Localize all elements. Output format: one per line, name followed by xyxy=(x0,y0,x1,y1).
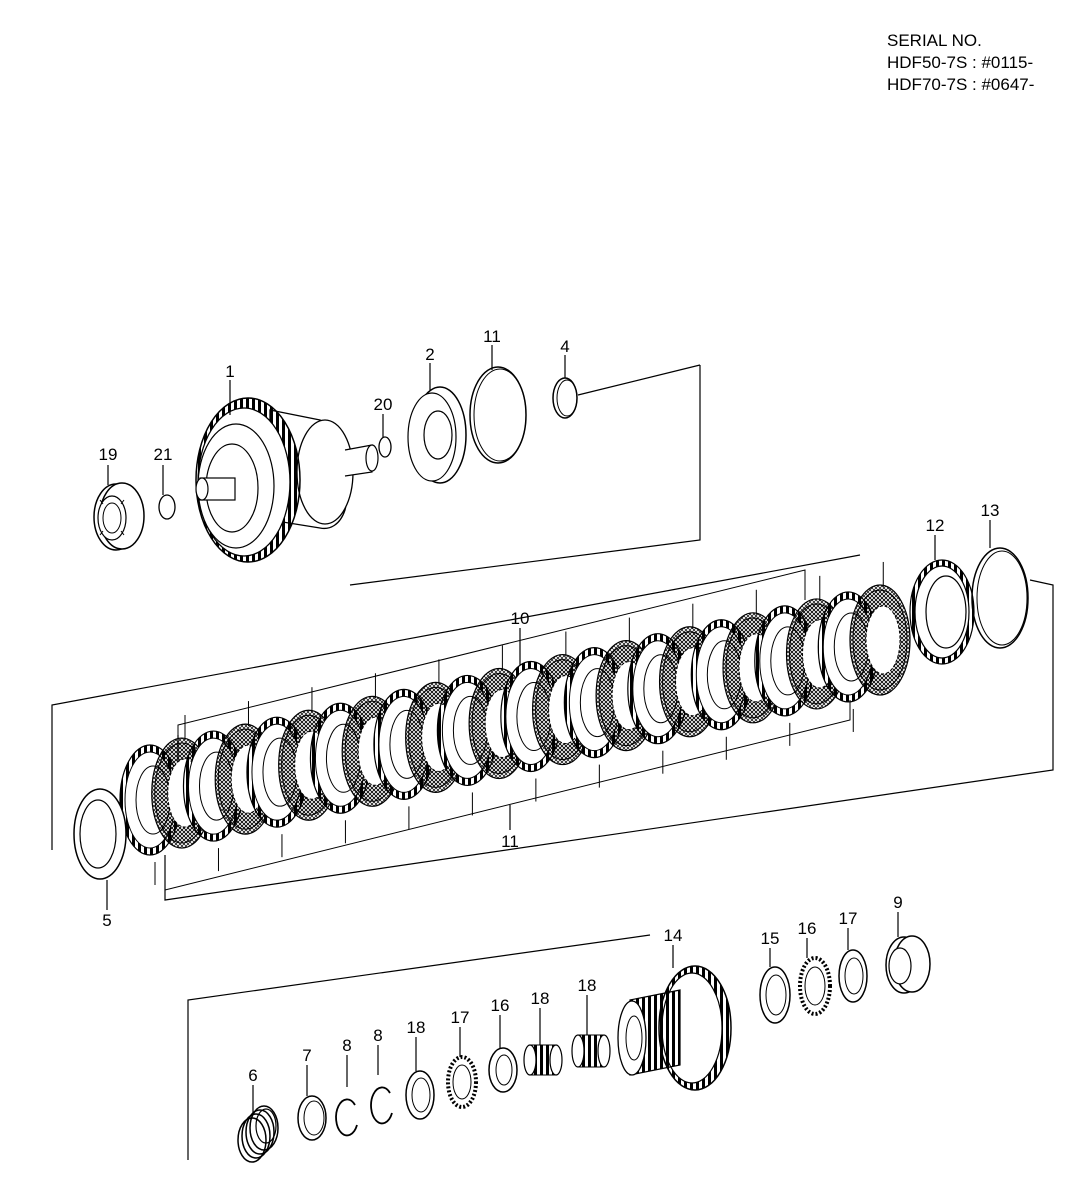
part-4-seal-ring xyxy=(552,377,578,419)
part-16-thrust-bearing-2 xyxy=(798,956,832,1016)
callout-17-b: 17 xyxy=(839,909,858,928)
serial-number-block: SERIAL NO. HDF50-7S : #0115- HDF70-7S : … xyxy=(887,30,1034,96)
callout-5: 5 xyxy=(102,911,111,930)
part-8-snap-ring-2 xyxy=(370,1086,393,1125)
part-3-seal-ring xyxy=(469,366,527,464)
part-17-thrust-washer xyxy=(405,1070,435,1120)
callout-7: 7 xyxy=(302,1046,311,1065)
part-7-washer xyxy=(297,1095,327,1141)
part-8-snap-ring xyxy=(335,1098,358,1137)
part-1-clutch-shaft-gear xyxy=(195,397,379,563)
callout-11: 11 xyxy=(501,832,519,851)
callout-15-a: 16 xyxy=(491,996,510,1015)
part-15-thrust-washer xyxy=(488,1047,518,1093)
callout-16-b: 16 xyxy=(798,919,817,938)
part-17-thrust-washer-2 xyxy=(838,949,868,1003)
callout-3: 11 xyxy=(483,327,501,346)
stack-lower-bracket xyxy=(164,700,851,891)
clutch-disc-stack xyxy=(119,561,911,891)
callout-8-a: 8 xyxy=(342,1036,351,1055)
friction-disc xyxy=(849,584,911,696)
part-12-end-plate xyxy=(909,559,975,665)
callout-16-a: 17 xyxy=(451,1008,470,1027)
stack-upper-bracket xyxy=(177,569,806,735)
part-13-snap-ring xyxy=(971,547,1029,649)
callout-1: 1 xyxy=(225,362,234,381)
callout-10: 10 xyxy=(511,609,530,628)
part-14-gear xyxy=(617,965,732,1091)
part-5-thrust-washer xyxy=(73,788,127,880)
callout-15-b: 15 xyxy=(761,929,780,948)
part-18-needle-bearing-2 xyxy=(571,1034,611,1068)
leader-lines xyxy=(106,345,991,1115)
part-6-coil-spring xyxy=(237,1105,279,1163)
callout-18-a: 18 xyxy=(531,989,550,1008)
callout-4: 4 xyxy=(560,337,569,356)
callout-17-a: 18 xyxy=(407,1018,426,1037)
callout-12: 12 xyxy=(926,516,945,535)
part-21-o-ring xyxy=(158,494,176,520)
callout-6: 6 xyxy=(248,1066,257,1085)
callout-13: 13 xyxy=(981,501,1000,520)
callout-2: 2 xyxy=(425,345,434,364)
callout-18-b: 18 xyxy=(578,976,597,995)
serial-line-hdf70: HDF70-7S : #0647- xyxy=(887,75,1035,94)
part-16-thrust-bearing xyxy=(446,1055,478,1109)
callout-14: 14 xyxy=(664,926,683,945)
part-20-o-ring xyxy=(378,436,392,458)
serial-line-hdf50: HDF50-7S : #0115- xyxy=(887,53,1034,72)
callout-19: 19 xyxy=(99,445,118,464)
part-2-piston xyxy=(407,386,467,484)
bottom-assembly-frame xyxy=(187,934,651,1160)
callout-9: 9 xyxy=(893,893,902,912)
callout-numbers: 1 2 11 4 20 19 21 10 11 12 13 5 6 7 8 8 … xyxy=(99,327,1000,1085)
part-18-needle-bearing xyxy=(523,1044,563,1076)
callout-8-b: 8 xyxy=(373,1026,382,1045)
top-assembly-frame xyxy=(349,364,701,586)
callout-21: 21 xyxy=(154,445,173,464)
serial-heading: SERIAL NO. xyxy=(887,31,982,50)
callout-20: 20 xyxy=(374,395,393,414)
part-19-ball-bearing xyxy=(93,482,145,551)
part-15-thrust-washer-2 xyxy=(759,966,791,1024)
part-9-bearing xyxy=(885,935,931,994)
